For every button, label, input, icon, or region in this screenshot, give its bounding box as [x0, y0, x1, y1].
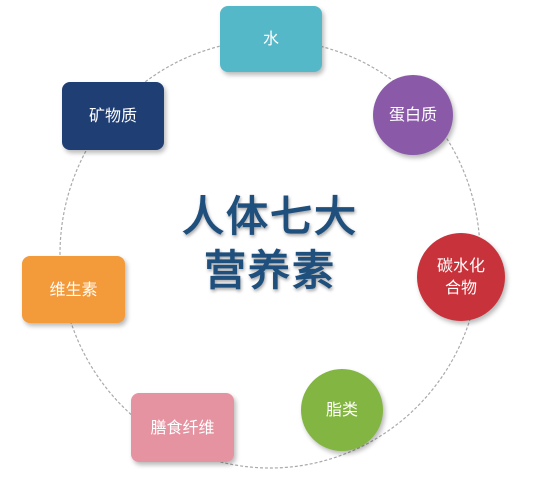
- node-fat: 脂类: [301, 369, 383, 451]
- node-fiber-label: 膳食纤维: [150, 417, 215, 437]
- node-protein: 蛋白质: [373, 75, 453, 155]
- center-title-line2: 营养素: [203, 246, 336, 295]
- center-title-line1: 人体七大: [181, 192, 358, 241]
- node-vitamin-label: 维生素: [49, 279, 98, 299]
- center-title: 人体七大 营养素: [170, 190, 370, 298]
- node-water: 水: [220, 6, 322, 72]
- node-protein-label: 蛋白质: [388, 105, 437, 124]
- node-carbohydrate: 碳水化 合物: [417, 233, 505, 321]
- node-fat-label: 脂类: [325, 400, 358, 419]
- node-mineral-label: 矿物质: [88, 106, 137, 125]
- node-water-label: 水: [262, 29, 279, 48]
- node-carbohydrate-label: 碳水化 合物: [436, 256, 485, 297]
- node-fiber: 膳食纤维: [131, 393, 234, 462]
- node-vitamin: 维生素: [22, 256, 125, 323]
- node-mineral: 矿物质: [62, 82, 164, 150]
